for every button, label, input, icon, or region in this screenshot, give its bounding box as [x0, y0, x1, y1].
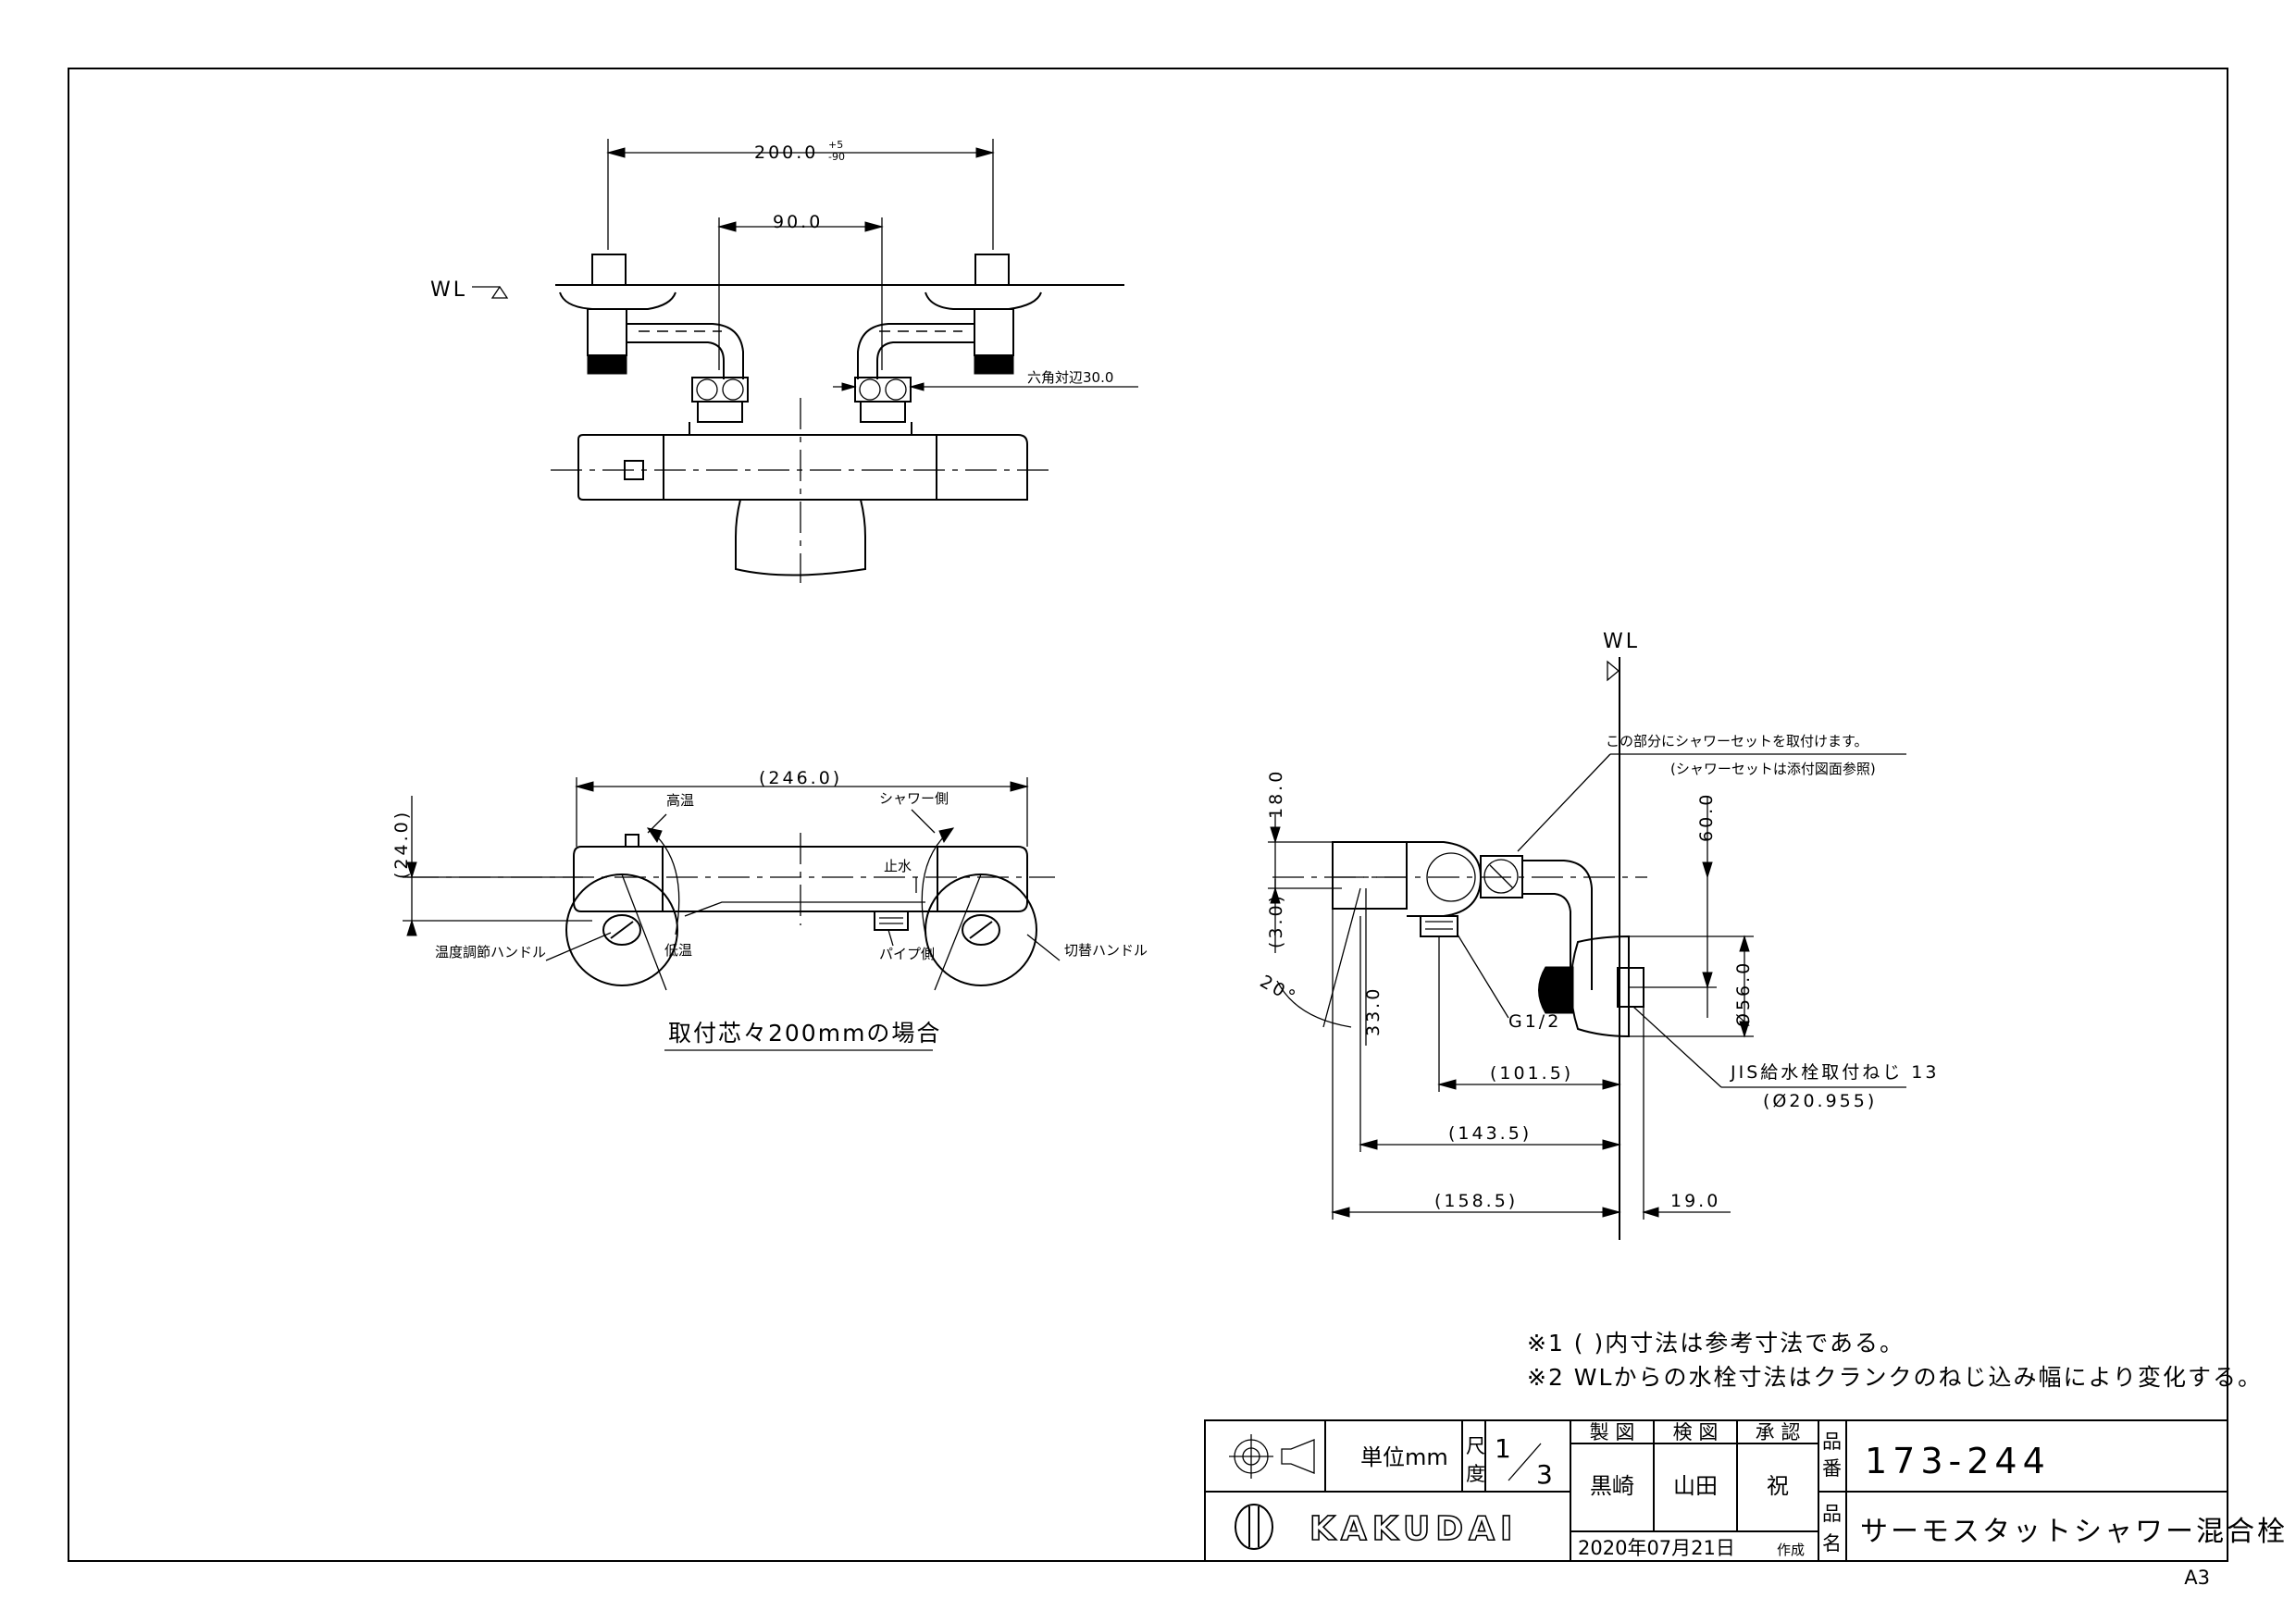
note-attach-1: この部分にシャワーセットを取付けます。: [1606, 733, 1868, 750]
front-view-caption: 取付芯々200mmの場合: [668, 1020, 941, 1047]
approved-header: 承 認: [1756, 1421, 1801, 1443]
jis-1: JIS給水栓取付ねじ 13: [1730, 1062, 1939, 1083]
jis-2: (Ø20.955): [1763, 1091, 1877, 1111]
scale-label-2: 度: [1466, 1463, 1485, 1485]
scale-denominator: 3: [1536, 1459, 1553, 1490]
date: 2020年07月21日: [1578, 1537, 1735, 1559]
scale-label-1: 尺: [1466, 1435, 1485, 1457]
part-number: 173-244: [1865, 1441, 2051, 1481]
part-no-label-1: 品: [1822, 1431, 1842, 1453]
part-name-label-1: 品: [1822, 1503, 1842, 1525]
unit-label: 単位mm: [1360, 1444, 1448, 1470]
approved-by: 祝: [1767, 1473, 1789, 1499]
label-low-temp: 低温: [664, 942, 692, 959]
logo-text: KAKUDAI: [1309, 1510, 1518, 1548]
label-pipe-side: パイプ側: [879, 946, 935, 962]
dim-overall: 200.0: [754, 142, 818, 163]
thread-g: G1/2: [1508, 1011, 1561, 1032]
top-view: 200.0 +5 -90 90.0 WL: [430, 139, 1138, 583]
wl-label-side: WL: [1603, 630, 1640, 653]
wl-label-top: WL: [430, 279, 467, 302]
side-view: WL この部分にシャワーセットを取付けます。 (シャワーセットは添付図面参照) …: [1257, 630, 1939, 1240]
sheet-border: [68, 68, 2228, 1562]
label-switch-handle: 切替ハンドル: [1064, 942, 1148, 959]
dim-3: (3.0): [1266, 893, 1286, 948]
part-name: サーモスタットシャワー混合栓: [1860, 1516, 2288, 1548]
note-1: ※1 ( )内寸法は参考寸法である。: [1527, 1330, 1905, 1357]
dim-56: Ø56.0: [1733, 960, 1754, 1027]
drawn-header: 製 図: [1590, 1421, 1635, 1443]
projection-symbol-icon: [1229, 1434, 1315, 1479]
drawn-by: 黒崎: [1590, 1473, 1634, 1499]
dim-158: (158.5): [1434, 1191, 1518, 1211]
checked-by: 山田: [1673, 1473, 1718, 1499]
note-2: ※2 WLからの水栓寸法はクランクのねじ込み幅により変化する。: [1527, 1364, 2263, 1391]
part-no-label-2: 番: [1822, 1457, 1842, 1480]
dim-height: (24.0): [391, 810, 412, 879]
label-stop-water: 止水: [884, 858, 912, 874]
made-label: 作成: [1777, 1542, 1805, 1558]
note-attach-2: (シャワーセットは添付図面参照): [1670, 761, 1876, 777]
front-view: (246.0) (24.0) 高温: [391, 768, 1148, 1051]
dim-143: (143.5): [1448, 1123, 1532, 1144]
part-name-label-2: 名: [1822, 1532, 1842, 1555]
hex-label: 六角対辺30.0: [1027, 369, 1113, 386]
dim-101: (101.5): [1490, 1063, 1573, 1084]
label-shower-side: シャワー側: [879, 790, 949, 807]
checked-header: 検 図: [1673, 1421, 1719, 1443]
dim-length: (246.0): [759, 768, 842, 788]
title-block: 単位mm 尺 度 1 3 製 図 検 図 承 認 黒崎 山田 祝 2020年07…: [1204, 1419, 2288, 1562]
dim-33: 33.0: [1363, 986, 1384, 1036]
dim-18: 18.0: [1266, 769, 1286, 819]
scale-numerator: 1: [1495, 1433, 1511, 1464]
label-high-temp: 高温: [666, 792, 694, 809]
kakudai-logo: KAKUDAI: [1235, 1504, 1518, 1550]
notes: ※1 ( )内寸法は参考寸法である。 ※2 WLからの水栓寸法はクランクのねじ込…: [1527, 1330, 2263, 1391]
dim-overall-tol-plus: +5: [828, 139, 843, 151]
dim-overall-tol-minus: -90: [828, 151, 845, 163]
dim-center: 90.0: [773, 212, 823, 232]
sheet-size-label: A3: [2184, 1567, 2210, 1589]
dim-19: 19.0: [1670, 1191, 1720, 1211]
dim-60: 60.0: [1696, 792, 1717, 842]
label-temp-handle: 温度調節ハンドル: [435, 944, 546, 960]
